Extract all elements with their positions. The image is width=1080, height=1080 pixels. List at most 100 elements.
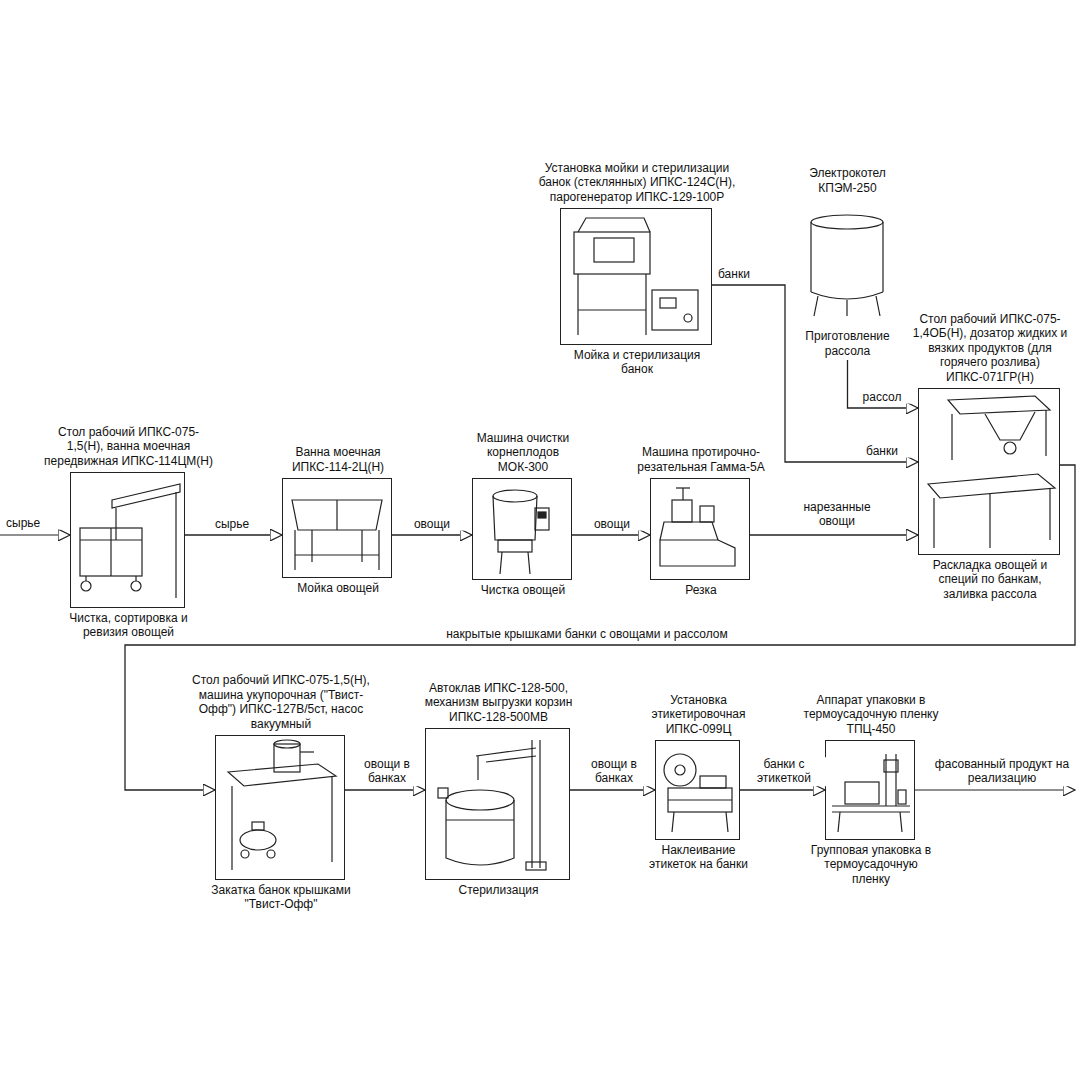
process-step-caption: Закатка банок крышками "Твист-Офф" <box>206 883 356 912</box>
edge-label: овощи в банках <box>575 757 654 786</box>
equipment-drawing-stroke <box>539 740 540 868</box>
equipment-drawing-stroke <box>538 512 546 518</box>
process-step-caption: Наклеивание этикеток на банки <box>644 843 754 872</box>
equipment-drawing-stroke <box>882 222 883 292</box>
equipment-drawing-stroke <box>80 528 142 576</box>
equipment-box: Ванна моечная ИПКС-114-2Ц(Н)Мойка овощей <box>282 478 392 578</box>
equipment-drawing-stroke <box>131 581 141 591</box>
capping-table-drawing <box>228 740 336 870</box>
equipment-drawing-stroke <box>668 799 732 800</box>
equipment-box: Автоклав ИПКС-128-500, механизм выгрузки… <box>425 728 570 880</box>
washing-bath-drawing <box>292 500 382 570</box>
edge-label: овощи <box>575 517 649 531</box>
equipment-drawing-stroke <box>838 812 840 832</box>
shrink-wrap-drawing <box>832 754 910 832</box>
equipment-drawing-stroke <box>274 740 300 748</box>
equipment-drawing-stroke <box>477 756 478 780</box>
process-step-caption: Чистка овощей <box>463 583 583 597</box>
edge-label: овощи <box>395 517 469 531</box>
equipment-drawing-stroke <box>528 552 530 574</box>
equipment-drawing-stroke <box>135 576 136 581</box>
flow-arrow <box>570 789 655 790</box>
equipment-drawing-stroke <box>292 500 382 530</box>
equipment-drawing-stroke <box>115 508 116 540</box>
flow-arrow <box>572 534 650 535</box>
equipment-drawing-stroke <box>577 274 578 335</box>
flow-arrow <box>345 789 425 790</box>
edge-label: овощи в банках <box>350 757 424 786</box>
equipment-drawing-stroke <box>675 765 685 775</box>
equipment-drawing-stroke <box>948 396 1050 414</box>
equipment-drawing-stroke <box>900 812 902 832</box>
equipment-drawing-stroke <box>811 292 883 299</box>
equipment-drawing-stroke <box>1004 442 1016 454</box>
equipment-box: Аппарат упаковки в термоусадочную пленку… <box>825 740 915 840</box>
equipment-box: Электрокотел КПЭМ-250Приготовление рассо… <box>800 200 895 360</box>
equipment-drawing-stroke <box>112 484 180 508</box>
equipment-drawing-stroke <box>876 296 880 316</box>
equipment-drawing-stroke <box>574 232 650 274</box>
equipment-drawing-stroke <box>845 782 879 804</box>
equipment-drawing-stroke <box>578 218 650 232</box>
equipment-drawing-stroke <box>814 296 818 316</box>
equipment-box: Машина очистки корнеплодов МОК-300Чистка… <box>472 478 572 580</box>
equipment-drawing-stroke <box>664 754 696 786</box>
equipment-drawing-stroke <box>500 552 502 574</box>
equipment-drawing-stroke <box>985 412 1035 440</box>
equipment-drawing-stroke <box>331 776 332 862</box>
equipment-drawing-stroke <box>1045 410 1046 456</box>
equipment-drawing-stroke <box>884 760 898 772</box>
equipment-name: Автоклав ИПКС-128-500, механизм выгрузки… <box>409 681 589 724</box>
equipment-box: Установка мойки и стерилизации банок (ст… <box>560 208 712 345</box>
flow-arrow <box>125 465 1075 790</box>
input-arrow <box>0 534 70 535</box>
equipment-drawing-stroke <box>526 862 546 870</box>
jar-washer-drawing <box>574 218 698 335</box>
equipment-drawing-stroke <box>846 300 847 316</box>
flow-arrow <box>712 285 918 462</box>
flow-arrow <box>750 534 918 535</box>
equipment-drawing-stroke <box>486 756 536 762</box>
process-step-caption: Групповая упаковка в термоусадочную плен… <box>806 843 936 886</box>
equipment-drawing-stroke <box>660 522 718 540</box>
equipment-name: Ванна моечная ИПКС-114-2Ц(Н) <box>278 445 398 474</box>
equipment-name: Стол рабочий ИПКС-075-1,5(Н), ванна моеч… <box>43 425 215 468</box>
process-step-caption: Мойка овощей <box>278 581 398 595</box>
process-step-caption: Раскладка овощей и специй по банкам, зал… <box>915 558 1065 601</box>
process-step-caption: Чистка, сортировка и ревизия овощей <box>64 611 194 640</box>
equipment-drawing-stroke <box>228 764 336 786</box>
equipment-drawing-stroke <box>578 309 646 310</box>
equipment-drawing-stroke <box>231 786 232 870</box>
equipment-name: Машина очистки корнеплодов МОК-300 <box>463 431 583 474</box>
labeller-drawing <box>664 754 732 832</box>
equipment-box: Стол рабочий ИПКС-075-1,5(Н), машина уку… <box>215 735 345 880</box>
equipment-drawing-stroke <box>660 540 735 566</box>
equipment-drawing-stroke <box>295 554 379 555</box>
flow-arrow <box>185 534 282 535</box>
flow-label: фасованный продукт на реализацию <box>925 757 1079 786</box>
flow-arrow <box>740 789 825 790</box>
equipment-drawing-stroke <box>535 508 549 530</box>
equipment-drawing-stroke <box>700 776 726 788</box>
equipment-drawing-stroke <box>531 740 532 868</box>
table-and-tub-drawing <box>80 484 180 598</box>
equipment-drawing-stroke <box>493 496 537 540</box>
equipment-drawing-stroke <box>811 215 883 229</box>
equipment-drawing-stroke <box>660 298 676 308</box>
equipment-drawing-stroke <box>682 488 683 500</box>
equipment-drawing-stroke <box>493 490 537 502</box>
equipment-drawing-stroke <box>361 530 362 562</box>
equipment-drawing-stroke <box>684 314 692 322</box>
equipment-drawing-stroke <box>311 530 312 562</box>
flow-label: банки <box>716 267 770 281</box>
equipment-drawing-stroke <box>810 222 811 292</box>
process-step-caption: Стерилизация <box>424 883 574 897</box>
equipment-drawing-stroke <box>885 754 886 806</box>
flow-arrow <box>392 534 472 535</box>
autoclave-drawing <box>438 740 546 870</box>
equipment-drawing-stroke <box>933 498 934 548</box>
equipment-drawing-stroke <box>294 530 295 570</box>
equipment-drawing-stroke <box>895 754 896 806</box>
equipment-drawing-stroke <box>498 540 532 552</box>
